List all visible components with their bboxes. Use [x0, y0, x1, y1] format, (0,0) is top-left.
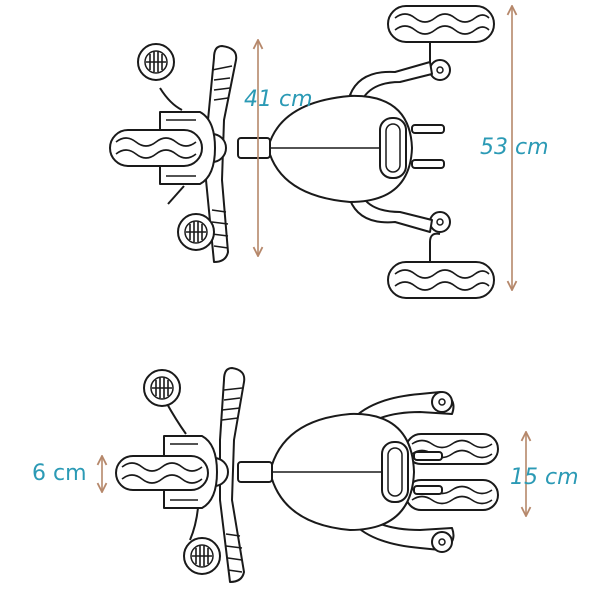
pedal-top-right: [177, 213, 215, 251]
rear-wheel-width-label: 15 cm: [510, 465, 579, 490]
rear-wheel-top: [387, 5, 495, 43]
bike-bottom-view: 6 cm 15 cm: [32, 367, 579, 583]
rear-wheel-bottom: [387, 261, 495, 299]
front-wheel-width-label: 6 cm: [32, 461, 87, 486]
seat-top: [267, 94, 445, 203]
handlebar-width-label: 41 cm: [244, 87, 313, 112]
pedal-bottom-left: [143, 369, 181, 407]
front-wheel-top: [109, 129, 203, 167]
pedal-top-left: [137, 43, 175, 81]
handlebar-bottom: [219, 367, 246, 583]
pedal-bottom-right: [183, 537, 221, 575]
front-wheel-bottom: [115, 455, 209, 491]
trike-top-view: 41 cm 53 cm: [109, 5, 549, 299]
rear-track-label: 53 cm: [480, 135, 549, 160]
